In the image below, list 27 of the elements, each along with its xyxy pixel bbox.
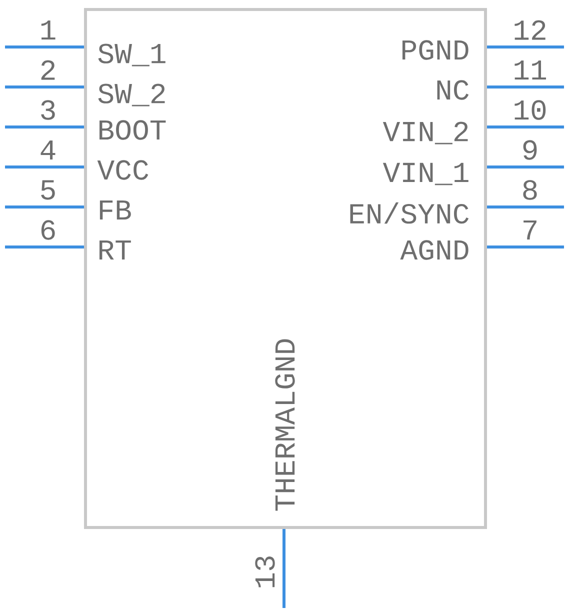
pin-name: SW_2 — [98, 84, 165, 106]
pin-number: 1 — [41, 20, 56, 40]
pin-name: RT — [100, 240, 131, 260]
pin-name: EN/SYNC — [350, 202, 469, 224]
pin-name: VCC — [97, 160, 148, 180]
pin-number: 6 — [41, 220, 55, 240]
pin-number: 13 — [255, 556, 275, 588]
pin-name: VIN_2 — [382, 122, 468, 144]
pin-number: 7 — [524, 220, 536, 240]
ic-body — [84, 8, 487, 529]
pin-name: SW_1 — [98, 44, 166, 66]
pin-number: 10 — [514, 100, 546, 120]
pin-number: 4 — [40, 140, 56, 160]
pin-number: 5 — [41, 180, 55, 200]
pin-name: VIN_1 — [382, 162, 468, 186]
pin-name: BOOT — [100, 120, 166, 140]
pin-name: FB — [100, 200, 131, 220]
pin-name: THERMALGND — [275, 339, 295, 511]
pin-number: 9 — [523, 140, 537, 160]
pin-name: NC — [437, 80, 469, 100]
pin-number: 3 — [41, 100, 55, 120]
pin-number: 8 — [523, 180, 537, 200]
pin-name: PGND — [402, 40, 468, 60]
pin-number: 2 — [41, 60, 55, 80]
pin-number: 11 — [514, 60, 546, 80]
pin-name: AGND — [400, 240, 468, 260]
pin-number: 12 — [514, 20, 546, 40]
